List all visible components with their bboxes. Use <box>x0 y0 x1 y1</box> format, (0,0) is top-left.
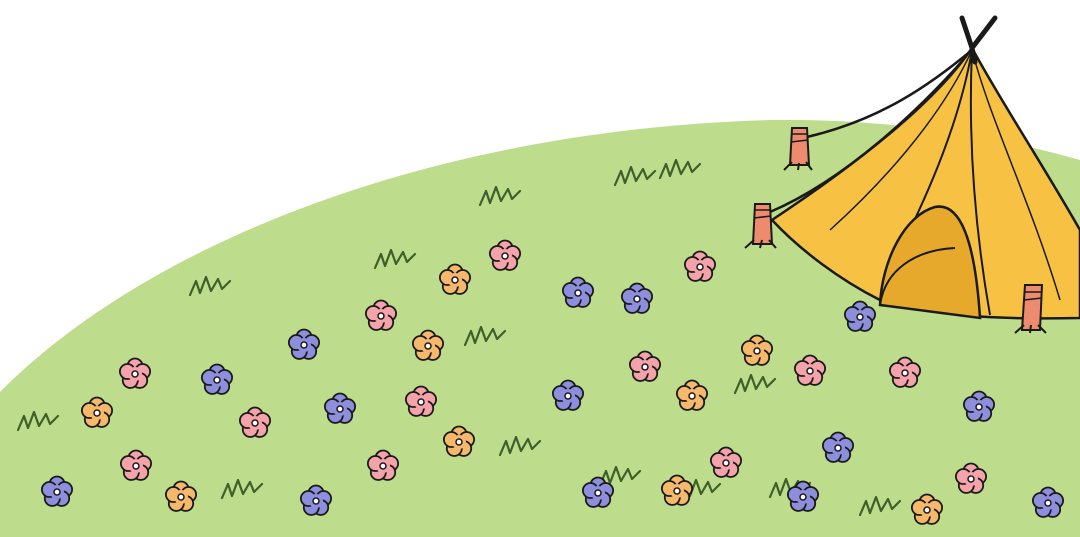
grass-tuft-icon <box>658 158 702 180</box>
flower-icon <box>323 392 357 424</box>
flower-icon <box>118 357 152 389</box>
flower-icon <box>628 350 662 382</box>
grass-tuft-icon <box>858 495 902 517</box>
flower-icon <box>660 474 694 506</box>
guy-rope <box>806 49 973 139</box>
flower-icon <box>675 379 709 411</box>
flower-icon <box>488 239 522 271</box>
flower-icon <box>954 462 988 494</box>
flower-icon <box>1031 486 1065 518</box>
tent-door <box>878 205 982 320</box>
flower-icon <box>287 328 321 360</box>
flower-icon <box>238 406 272 438</box>
tent-stake-icon <box>1014 284 1047 334</box>
flower-icon <box>40 475 74 507</box>
flower-icon <box>366 449 400 481</box>
flower-icon <box>551 379 585 411</box>
flower-icon <box>888 356 922 388</box>
flower-icon <box>821 431 855 463</box>
tent-pole-top <box>959 15 998 65</box>
flower-icon <box>442 425 476 457</box>
grass-tuft-icon <box>188 275 232 297</box>
flower-icon <box>404 385 438 417</box>
flower-layer <box>40 239 1065 525</box>
grass-tuft-icon <box>733 373 777 395</box>
flower-icon <box>683 250 717 282</box>
flower-icon <box>164 480 198 512</box>
grass-tuft-icon <box>478 185 522 207</box>
flower-icon <box>709 446 743 478</box>
flower-icon <box>438 263 472 295</box>
flower-icon <box>364 299 398 331</box>
tent-stake-icon <box>783 127 813 171</box>
grass-tuft-icon <box>598 465 642 487</box>
flower-icon <box>119 449 153 481</box>
flower-icon <box>80 396 114 428</box>
flower-icon <box>962 390 996 422</box>
grass-tuft-icon <box>16 410 60 432</box>
flower-icon <box>561 276 595 308</box>
grass-tuft-icon <box>498 435 542 457</box>
flower-icon <box>200 363 234 395</box>
flower-icon <box>843 300 877 332</box>
flower-icon <box>793 354 827 386</box>
grass-tuft-icon <box>220 478 264 500</box>
flower-icon <box>740 334 774 366</box>
flower-icon <box>910 493 944 525</box>
tent-icon <box>770 15 1080 320</box>
grass-tuft-icon <box>463 325 507 347</box>
tent-stake-icon <box>744 203 777 249</box>
grass-tuft-icon <box>613 165 657 187</box>
flower-icon <box>620 282 654 314</box>
flower-icon <box>581 476 615 508</box>
flower-icon <box>411 329 445 361</box>
flower-icon <box>299 484 333 516</box>
flower-icon <box>786 480 820 512</box>
grass-tuft-icon <box>373 248 417 270</box>
